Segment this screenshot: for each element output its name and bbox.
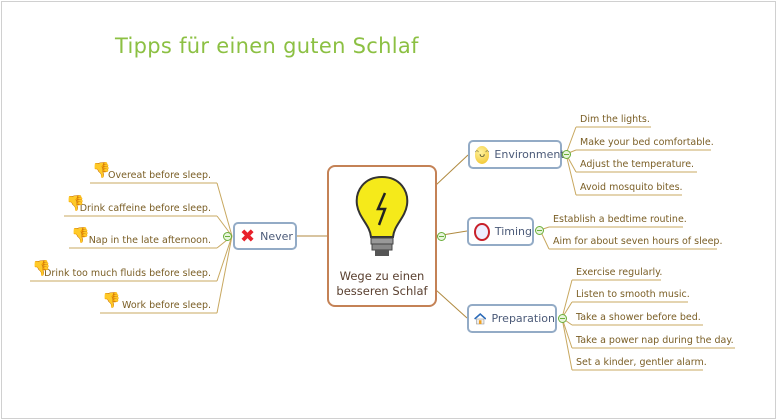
leaf-connector: [561, 317, 735, 349]
collapse-toggle-environment[interactable]: [562, 150, 571, 159]
leaf-connector: [561, 317, 703, 371]
topic-preparation-label: Preparation: [491, 312, 555, 325]
leaf-timing[interactable]: Establish a bedtime routine.: [553, 214, 687, 225]
leaf-environment[interactable]: Dim the lights.: [580, 114, 650, 125]
collapse-toggle-preparation[interactable]: [558, 314, 567, 323]
leaf-environment[interactable]: Make your bed comfortable.: [580, 137, 714, 148]
topic-preparation[interactable]: Preparation: [467, 304, 557, 333]
leaf-connector: [565, 153, 682, 196]
smiley-icon: ᵔᴗᵔ: [475, 145, 490, 164]
central-topic-line1: Wege zu einen: [339, 269, 425, 283]
collapse-toggle-timing[interactable]: [535, 226, 544, 235]
thumbs-down-icon: 👎: [102, 291, 121, 309]
topic-timing[interactable]: Timing: [467, 217, 534, 246]
central-topic-text: Wege zu einen besseren Schlaf: [329, 269, 435, 299]
leaf-environment[interactable]: Avoid mosquito bites.: [580, 182, 683, 193]
connector-preparation: [435, 289, 468, 319]
thumbs-down-icon: 👎: [92, 161, 111, 179]
leaf-preparation[interactable]: Take a shower before bed.: [576, 312, 701, 323]
leaf-connector: [565, 126, 651, 155]
collapse-toggle-center[interactable]: [437, 232, 446, 241]
red-x-icon: ✖: [240, 225, 256, 247]
leaf-never[interactable]: Nap in the late afternoon.: [88, 235, 211, 246]
leaf-connector: [561, 279, 661, 319]
leaf-preparation[interactable]: Exercise regularly.: [576, 267, 663, 278]
topic-never-label: Never: [260, 229, 293, 243]
leaf-connector: [565, 149, 711, 155]
connector-environment: [435, 154, 469, 186]
leaf-connector: [90, 182, 233, 237]
topic-never[interactable]: ✖ Never: [233, 222, 297, 250]
leaf-connector: [100, 235, 233, 314]
thumbs-down-icon: 👎: [66, 194, 85, 212]
topic-environment-label: Environment: [494, 148, 565, 161]
leaf-never[interactable]: Drink caffeine before sleep.: [79, 203, 211, 214]
central-topic-line2: besseren Schlaf: [336, 284, 428, 298]
leaf-environment[interactable]: Adjust the temperature.: [580, 159, 695, 170]
leaf-connector: [30, 235, 233, 282]
thumbs-down-icon: 👎: [71, 226, 90, 244]
central-topic[interactable]: Wege zu einen besseren Schlaf: [327, 165, 437, 307]
leaf-never[interactable]: Drink too much fluids before sleep.: [44, 268, 211, 279]
leaf-preparation[interactable]: Take a power nap during the day.: [576, 335, 734, 346]
leaf-never[interactable]: Work before sleep.: [122, 300, 211, 311]
topic-timing-label: Timing: [494, 225, 532, 238]
leaf-preparation[interactable]: Listen to smooth music.: [576, 289, 690, 300]
leaf-preparation[interactable]: Set a kinder, gentler alarm.: [576, 357, 707, 368]
leaf-timing[interactable]: Aim for about seven hours of sleep.: [553, 236, 723, 247]
collapse-toggle-never[interactable]: [223, 232, 232, 241]
thumbs-down-icon: 👎: [32, 259, 51, 277]
house-icon: [474, 312, 487, 324]
light-bulb-icon: [355, 175, 409, 256]
map-title[interactable]: Tipps für einen guten Schlaf: [115, 34, 419, 58]
leaf-never[interactable]: Overeat before sleep.: [108, 170, 211, 181]
topic-environment[interactable]: ᵔᴗᵔ Environment: [468, 140, 565, 169]
leaf-connector: [539, 226, 683, 231]
alarm-clock-icon: [474, 222, 490, 241]
